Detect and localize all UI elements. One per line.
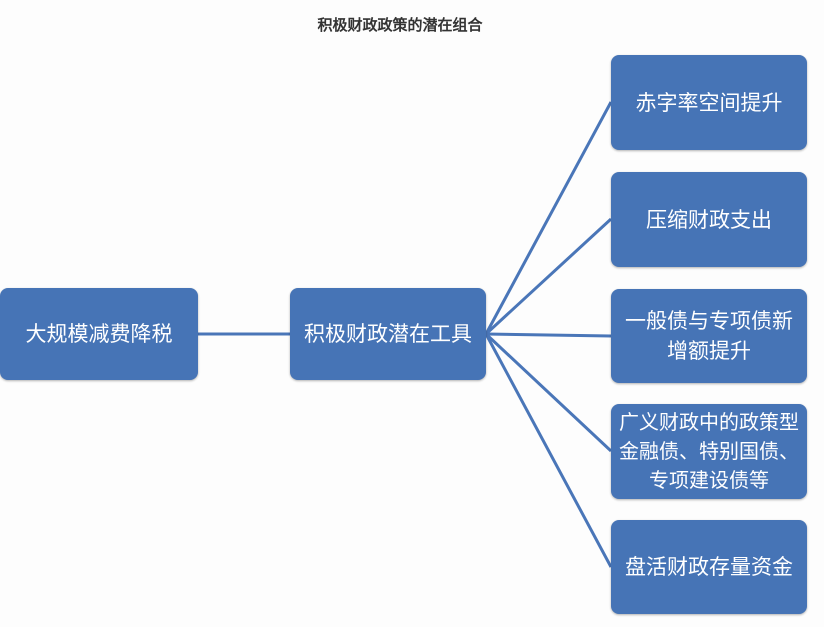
- node-center: 积极财政潜在工具: [290, 288, 486, 380]
- node-branch-4: 广义财政中的政策型金融债、特别国债、专项建设债等: [611, 404, 807, 499]
- connector-branch-4: [484, 332, 613, 453]
- connector-branch-5: [484, 333, 613, 568]
- node-left: 大规模减费降税: [0, 288, 198, 380]
- node-branch-2: 压缩财政支出: [611, 172, 807, 267]
- connector-branch-2: [484, 217, 613, 336]
- node-branch-1: 赤字率空间提升: [611, 55, 807, 150]
- node-branch-3: 一般债与专项债新增额提升: [611, 289, 807, 383]
- diagram-title: 积极财政政策的潜在组合: [317, 16, 483, 34]
- node-branch-5: 盘活财政存量资金: [611, 520, 807, 614]
- connector-branch-3: [485, 332, 612, 338]
- connector-branch-1: [484, 101, 613, 335]
